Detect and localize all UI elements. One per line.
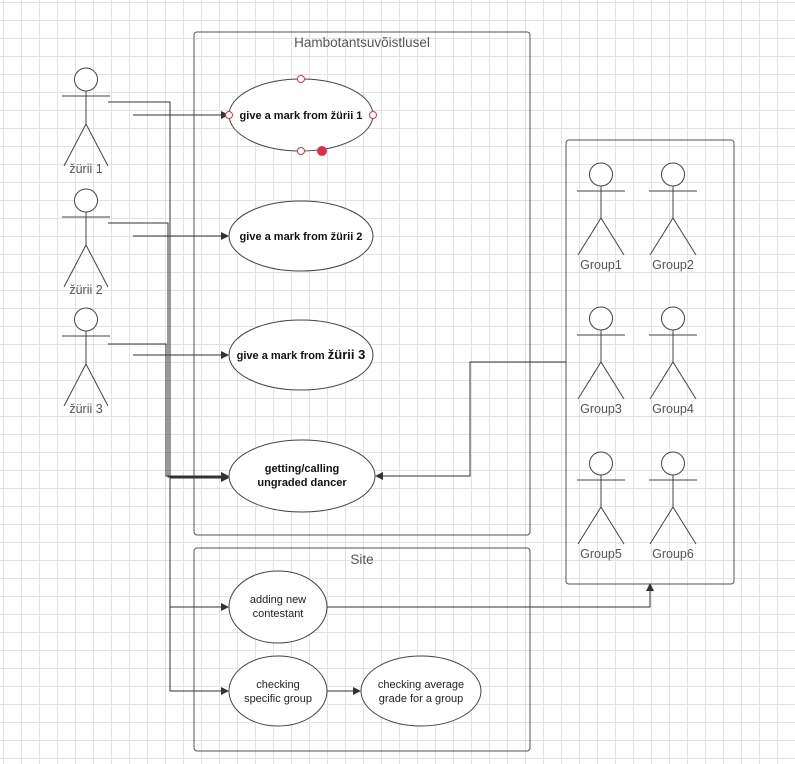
adding-line1: adding new: [250, 594, 306, 606]
connector-lines: [108, 101, 654, 695]
mark1-prefix: give a mark from: [240, 110, 331, 122]
selection-handle[interactable]: [297, 75, 305, 83]
selection-handle-active[interactable]: [317, 146, 327, 156]
actor-right-leg: [600, 506, 625, 545]
actor-right-leg: [85, 244, 109, 288]
calling-line2: ungraded dancer: [257, 477, 347, 489]
actor-left-leg: [63, 123, 87, 167]
actor-left-leg: [577, 217, 602, 256]
actor-right-leg: [672, 506, 697, 545]
actor-head: [589, 306, 613, 331]
mark3-suffix: žürii 3: [328, 347, 366, 362]
actor-zurii2[interactable]: žürii 2: [62, 188, 110, 297]
main-system-frame[interactable]: [193, 31, 531, 536]
actor-label: žürii 1: [69, 162, 102, 176]
actor-head: [74, 188, 98, 213]
connector-zurii-checking-group[interactable]: [169, 607, 229, 695]
mark2-suffix: žürii 2: [331, 231, 363, 243]
svg-text:give a mark from žürii 1: give a mark from žürii 1: [240, 110, 363, 122]
actor-head: [74, 67, 98, 92]
actor-label: Group5: [580, 547, 622, 561]
actor-head: [661, 162, 685, 187]
selection-handle[interactable]: [297, 147, 305, 155]
actor-right-leg: [600, 217, 625, 256]
site-system-title: Site: [350, 552, 373, 567]
actor-zurii1[interactable]: žürii 1: [62, 67, 110, 176]
actor-left-leg: [577, 361, 602, 400]
actor-head: [661, 451, 685, 476]
connector-zurii3-calling[interactable]: [108, 343, 229, 480]
use-case-calling[interactable]: getting/calling ungraded dancer: [228, 439, 376, 513]
use-case-average[interactable]: checking average grade for a group: [360, 655, 482, 727]
actor-group3[interactable]: Group3: [577, 306, 625, 416]
actor-label: žürii 3: [69, 402, 102, 416]
actor-left-leg: [649, 361, 674, 400]
actor-head: [589, 162, 613, 187]
average-line2: grade for a group: [379, 693, 463, 705]
actor-group2[interactable]: Group2: [649, 162, 697, 272]
actor-right-leg: [600, 361, 625, 400]
selection-handle[interactable]: [225, 111, 233, 119]
svg-text:give a mark from žürii 3: give a mark from žürii 3: [237, 347, 366, 362]
actor-left-leg: [577, 506, 602, 545]
checking-group-line2: specific group: [244, 693, 312, 705]
actor-group1[interactable]: Group1: [577, 162, 625, 272]
checking-group-line1: checking: [256, 679, 299, 691]
actor-group4[interactable]: Group4: [649, 306, 697, 416]
use-case-mark2[interactable]: give a mark from žürii 2: [228, 200, 374, 272]
connector-zurii1-calling[interactable]: [108, 101, 229, 482]
actor-left-leg: [63, 244, 87, 288]
site-system-frame[interactable]: [193, 547, 531, 752]
main-system-title: Hambotantsuvõistlusel: [294, 35, 430, 50]
mark1-suffix: žürii 1: [331, 110, 363, 122]
actor-group6[interactable]: Group6: [649, 451, 697, 561]
use-case-adding[interactable]: adding new contestant: [228, 570, 328, 644]
connector-groups-calling[interactable]: [375, 361, 566, 480]
svg-text:give a mark from žürii 2: give a mark from žürii 2: [240, 231, 363, 243]
use-case-mark3[interactable]: give a mark from žürii 3: [228, 319, 374, 391]
actor-group5[interactable]: Group5: [577, 451, 625, 561]
actor-label: Group4: [652, 402, 694, 416]
actor-head: [661, 306, 685, 331]
mark2-prefix: give a mark from: [240, 231, 331, 243]
connector-zurii-adding[interactable]: [169, 478, 229, 611]
actor-left-leg: [649, 506, 674, 545]
actor-right-leg: [672, 217, 697, 256]
selection-handle[interactable]: [369, 111, 377, 119]
actor-head: [74, 307, 98, 332]
actor-head: [589, 451, 613, 476]
actor-right-leg: [85, 123, 109, 167]
actor-left-leg: [649, 217, 674, 256]
connector-zurii2-calling[interactable]: [108, 222, 229, 481]
average-line1: checking average: [378, 679, 464, 691]
actor-left-leg: [63, 363, 87, 407]
actor-right-leg: [85, 363, 109, 407]
actor-label: žürii 2: [69, 283, 102, 297]
use-case-checking-group[interactable]: checking specific group: [228, 655, 328, 727]
groups-frame[interactable]: [565, 139, 735, 585]
adding-line2: contestant: [253, 608, 304, 620]
use-case-mark1[interactable]: give a mark from žürii 1: [225, 75, 377, 156]
actor-label: Group2: [652, 258, 694, 272]
calling-line1: getting/calling: [265, 463, 340, 475]
mark3-prefix: give a mark from: [237, 350, 328, 362]
actor-zurii3[interactable]: žürii 3: [62, 307, 110, 416]
actor-label: Group6: [652, 547, 694, 561]
actor-right-leg: [672, 361, 697, 400]
connector-adding-groups[interactable]: [327, 583, 654, 608]
actor-label: Group3: [580, 402, 622, 416]
actor-label: Group1: [580, 258, 622, 272]
